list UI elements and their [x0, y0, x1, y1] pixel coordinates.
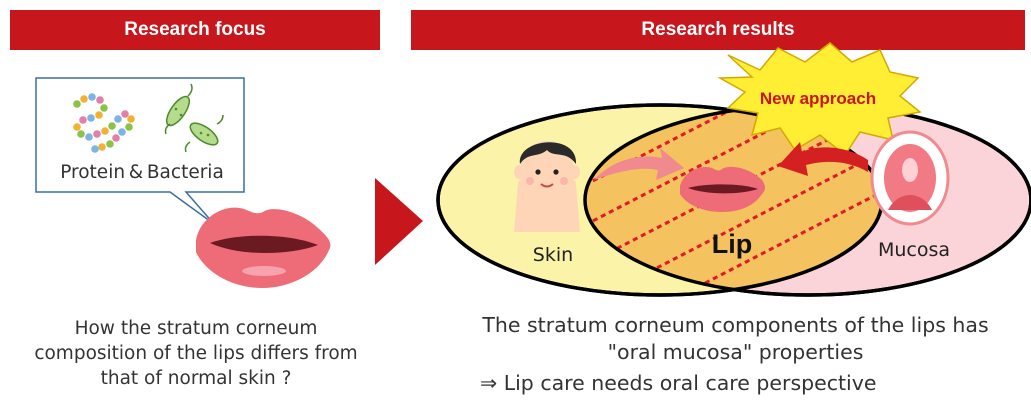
mucosa-label: Mucosa	[878, 239, 950, 261]
lip-label: Lip	[712, 229, 753, 259]
lips-illustration	[196, 208, 330, 288]
person-icon	[514, 141, 580, 232]
skin-label: Skin	[533, 244, 573, 266]
new-approach-label: New approach	[760, 89, 876, 108]
result-line-2: "oral mucosa" properties	[440, 339, 1031, 366]
mouth-icon	[872, 132, 948, 224]
result-line-1: The stratum corneum components of the li…	[440, 312, 1031, 339]
arrow-right-icon	[375, 178, 423, 265]
question-line-3: that of normal skin ?	[10, 366, 382, 391]
speech-bubble	[36, 78, 244, 224]
research-result: The stratum corneum components of the li…	[440, 312, 1031, 366]
question-line-2: composition of the lips differs from	[10, 341, 382, 366]
conclusion-line: ⇒ Lip care needs oral care perspective	[480, 370, 1031, 397]
question-line-1: How the stratum corneum	[10, 316, 382, 341]
protein-bacteria-label: Protein & Bacteria	[60, 162, 224, 183]
research-question: How the stratum corneum composition of t…	[10, 316, 382, 391]
